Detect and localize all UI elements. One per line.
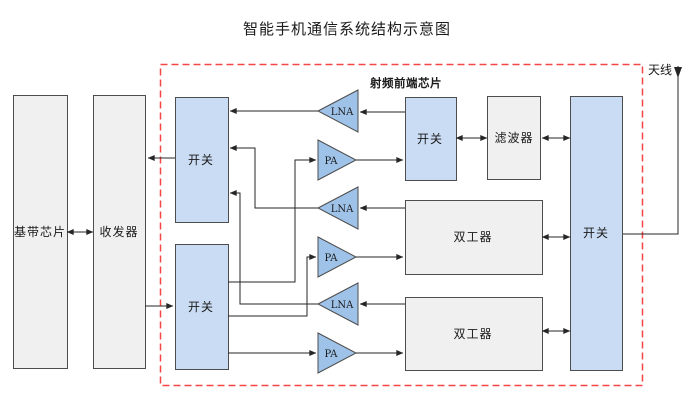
filter-label: 滤波器 bbox=[494, 131, 533, 145]
switch-lower-label: 开关 bbox=[188, 300, 214, 314]
rf-frontend-dashed-frame bbox=[159, 63, 644, 387]
transceiver-label: 收发器 bbox=[99, 224, 138, 239]
wire-lna3-to-switch-upper bbox=[229, 190, 318, 305]
pa2-amplifier: PA bbox=[317, 236, 358, 278]
switch-highband-label: 开关 bbox=[417, 132, 443, 146]
baseband-chip-block: 基带芯片 bbox=[13, 95, 68, 369]
pa3-label: PA bbox=[324, 349, 338, 360]
switch-antenna-block: 开关 bbox=[570, 96, 623, 371]
antenna-wire bbox=[622, 66, 679, 235]
pa1-label: PA bbox=[324, 156, 338, 167]
antenna-label: 天线 bbox=[648, 63, 672, 77]
duplexer-mid-block: 双工器 bbox=[405, 200, 543, 275]
lna1-label: LNA bbox=[331, 107, 354, 118]
lna3-amplifier: LNA bbox=[316, 282, 359, 326]
duplexer-low-label: 双工器 bbox=[453, 327, 492, 341]
lna1-amplifier: LNA bbox=[316, 89, 359, 133]
wire-lna2-to-switch-upper bbox=[229, 145, 318, 209]
switch-upper-block: 开关 bbox=[175, 97, 229, 223]
duplexer-mid-label: 双工器 bbox=[453, 230, 492, 244]
switch-upper-label: 开关 bbox=[188, 153, 214, 167]
wire-switch-lower-to-pa1 bbox=[228, 157, 317, 283]
switch-highband-block: 开关 bbox=[405, 97, 457, 181]
pa3-amplifier: PA bbox=[317, 332, 358, 374]
pa2-label: PA bbox=[324, 253, 338, 264]
transceiver-block: 收发器 bbox=[93, 95, 146, 369]
filter-block: 滤波器 bbox=[487, 96, 541, 180]
lna3-label: LNA bbox=[331, 300, 354, 311]
pa1-amplifier: PA bbox=[317, 139, 358, 181]
duplexer-low-block: 双工器 bbox=[405, 297, 543, 371]
rf-frontend-label: 射频前端芯片 bbox=[369, 76, 442, 90]
switch-lower-block: 开关 bbox=[175, 244, 229, 370]
switch-antenna-label: 开关 bbox=[583, 226, 609, 240]
baseband-chip-label: 基带芯片 bbox=[14, 225, 66, 239]
antenna-arrowhead-icon bbox=[674, 67, 682, 78]
lna2-label: LNA bbox=[331, 204, 354, 215]
lna2-amplifier: LNA bbox=[316, 186, 359, 230]
wire-switch-lower-to-pa2 bbox=[228, 254, 317, 317]
diagram-title: 智能手机通信系统结构示意图 bbox=[243, 20, 451, 38]
